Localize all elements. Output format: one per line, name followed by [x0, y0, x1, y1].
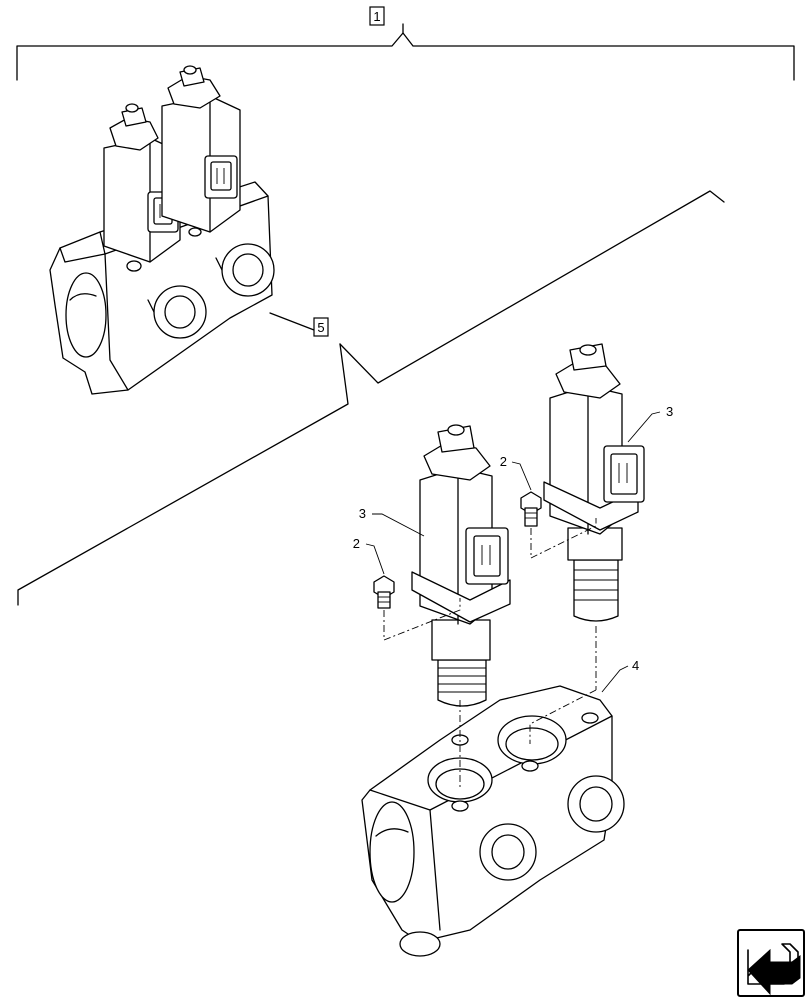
alignment-lines: [383, 518, 597, 790]
callout-4-label: 4: [632, 658, 639, 673]
assembly-bracket: [16, 23, 795, 81]
callout-3-right[interactable]: 3: [627, 404, 673, 443]
callout-1[interactable]: 1: [369, 6, 385, 26]
next-page-arrow-icon[interactable]: [737, 929, 805, 997]
callout-4[interactable]: 4: [601, 658, 639, 693]
callout-2-left-label: 2: [353, 536, 360, 551]
callout-5-label: 5: [317, 320, 324, 335]
bolt-left: [373, 575, 395, 609]
callout-1-label: 1: [373, 9, 380, 24]
bolt-right: [520, 491, 542, 527]
solenoid-right: [543, 343, 645, 622]
callout-2-left[interactable]: 2: [353, 536, 385, 575]
solenoid-left: [411, 424, 511, 707]
callout-2-right[interactable]: 2: [500, 454, 532, 491]
callout-3-left[interactable]: 3: [359, 506, 425, 537]
callout-3-left-label: 3: [359, 506, 366, 521]
assembled-valve: [49, 65, 275, 395]
callout-2-right-label: 2: [500, 454, 507, 469]
callout-3-right-label: 3: [666, 404, 673, 419]
subassembly-bracket: [17, 190, 725, 606]
valve-body: [361, 685, 625, 957]
callout-5[interactable]: 5: [313, 317, 329, 337]
